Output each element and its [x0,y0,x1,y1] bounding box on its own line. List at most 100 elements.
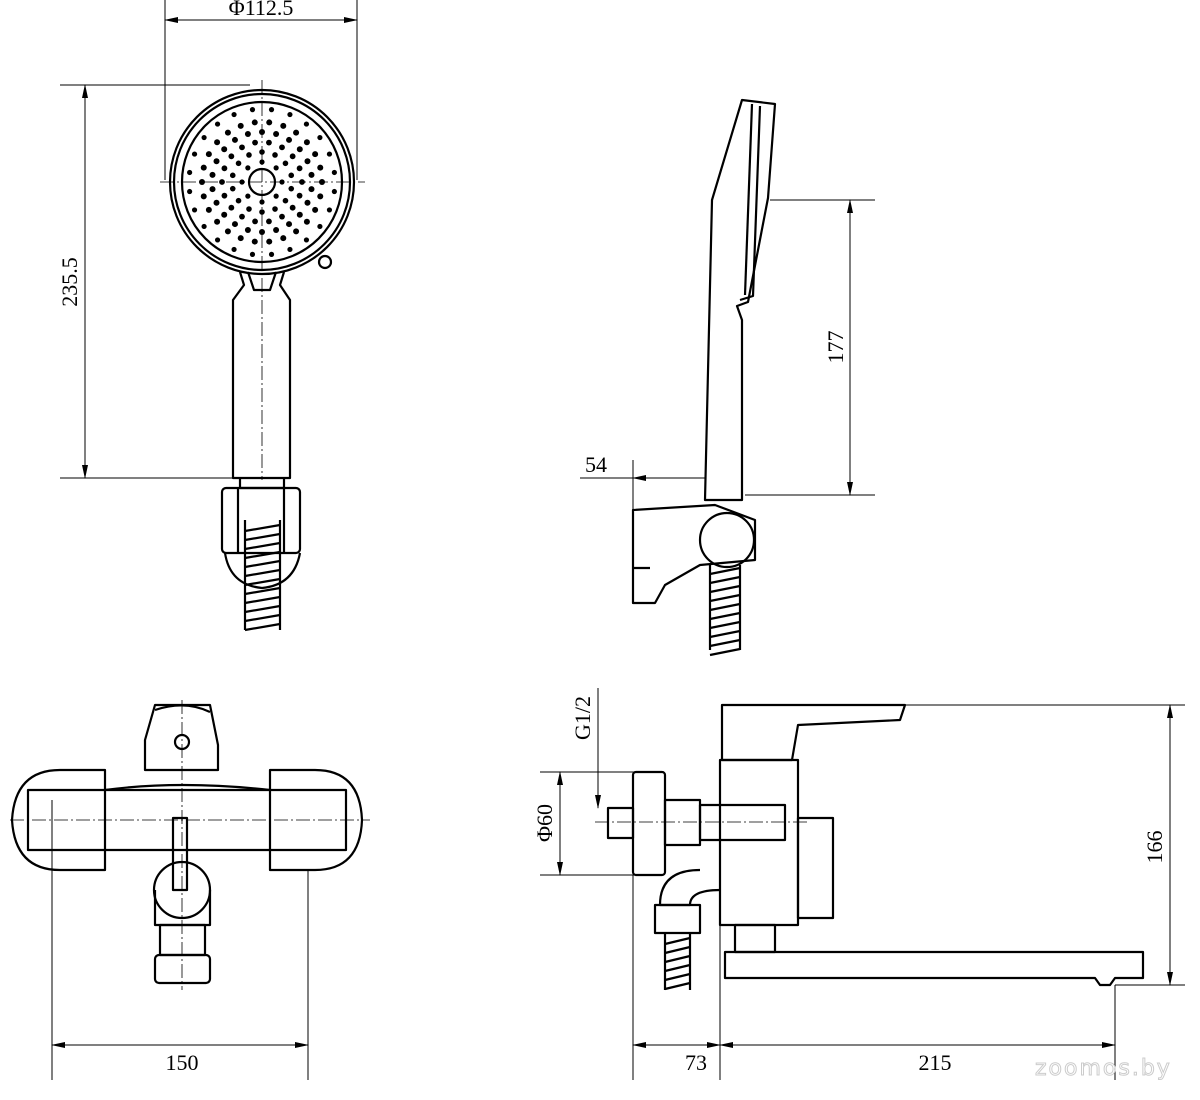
spray-hole [221,211,228,218]
dim-head-diameter: Φ112.5 [229,0,294,20]
spray-hole [213,199,220,206]
spray-hole [308,171,315,178]
spray-hole [239,179,245,185]
dim-mixer-height: 166 [1142,831,1167,864]
hose-coil [709,566,741,657]
hose-ring [664,972,691,982]
hose-ring [244,532,281,542]
hose-ring [244,586,281,596]
spray-hole [251,119,258,126]
hose-ring [244,613,281,623]
dimension-lines [51,0,1185,1080]
spray-hole [201,223,207,230]
spray-hole [191,151,198,157]
hose-coil [244,523,281,632]
spray-hole [272,206,278,212]
spray-hole [279,144,285,151]
spray-hole [214,121,221,127]
hose-ring [709,602,741,612]
dim-flange-diameter: Φ60 [532,804,557,842]
spray-hole [205,206,212,213]
hose-coil [664,936,691,991]
spray-hole [229,172,236,179]
spray-hole [231,136,238,143]
spray-hole [200,193,207,200]
hose-ring [709,566,741,576]
hose-ring [244,604,281,614]
hose-ring [709,575,741,585]
hose-ring [244,568,281,578]
spray-hole [287,246,293,253]
spray-hole [231,246,237,253]
dim-handle-length: 177 [823,331,848,364]
spray-hole [288,185,295,192]
dim-wall-offset: 73 [685,1050,707,1075]
hose-ring [244,595,281,605]
hose-ring [664,954,691,964]
spray-hole [235,197,242,204]
spray-hole [317,223,323,230]
spray-hole [317,164,324,171]
spray-hole [221,165,228,172]
dim-spout-reach: 215 [919,1050,952,1075]
spray-hole [199,179,205,185]
spray-hole [303,237,310,243]
spray-hole [249,107,256,113]
spray-hole [280,235,287,242]
spray-hole [231,111,237,118]
hose-ring [664,936,691,946]
spray-hole [289,153,296,160]
spray-hole [224,228,231,235]
mixer-side-view [595,703,1145,991]
spray-hole [244,131,251,138]
spray-hole [296,192,303,199]
hose-ring [709,611,741,621]
shower-head-front-view [160,80,365,632]
spray-hole [268,251,275,257]
spray-hole [213,158,220,165]
hose-ring [244,622,281,632]
spray-hole [214,218,221,225]
spray-hole [288,172,295,179]
spray-hole [272,152,278,158]
dim-holder-offset: 54 [585,452,607,477]
watermark-logo: zoomos.by [1035,1056,1172,1081]
spray-hole [303,121,310,127]
spray-hole [249,251,256,257]
spray-holes [187,107,337,257]
hose-ring [709,629,741,639]
spray-hole [266,119,273,126]
shower-head-side-view [631,98,777,657]
spray-hole [303,218,310,225]
hose-ring [709,620,741,630]
spray-hole [252,218,258,225]
spray-hole [224,129,231,136]
spray-hole [187,169,193,176]
spray-hole [201,134,207,141]
spray-hole [287,111,293,118]
spray-hole [304,199,311,206]
spray-hole [282,160,289,167]
spray-hole [245,193,251,199]
spray-hole [266,139,272,146]
spray-hole [221,192,228,199]
spray-hole [252,139,258,146]
spray-hole [317,193,324,200]
hose-ring [244,577,281,587]
spray-hole [235,160,242,167]
spray-hole [259,159,265,165]
spray-hole [289,204,296,211]
spray-hole [273,131,280,138]
spray-hole [251,238,258,245]
hose-ring [664,981,691,991]
hose-ring [244,559,281,569]
spray-hole [246,152,252,158]
hose-ring [244,550,281,560]
spray-hole [304,158,311,165]
spray-hole [239,144,245,151]
spray-hole [191,207,198,213]
spray-hole [286,221,293,228]
spray-hole [308,186,315,193]
spray-hole [245,165,251,171]
hose-ring [244,541,281,551]
